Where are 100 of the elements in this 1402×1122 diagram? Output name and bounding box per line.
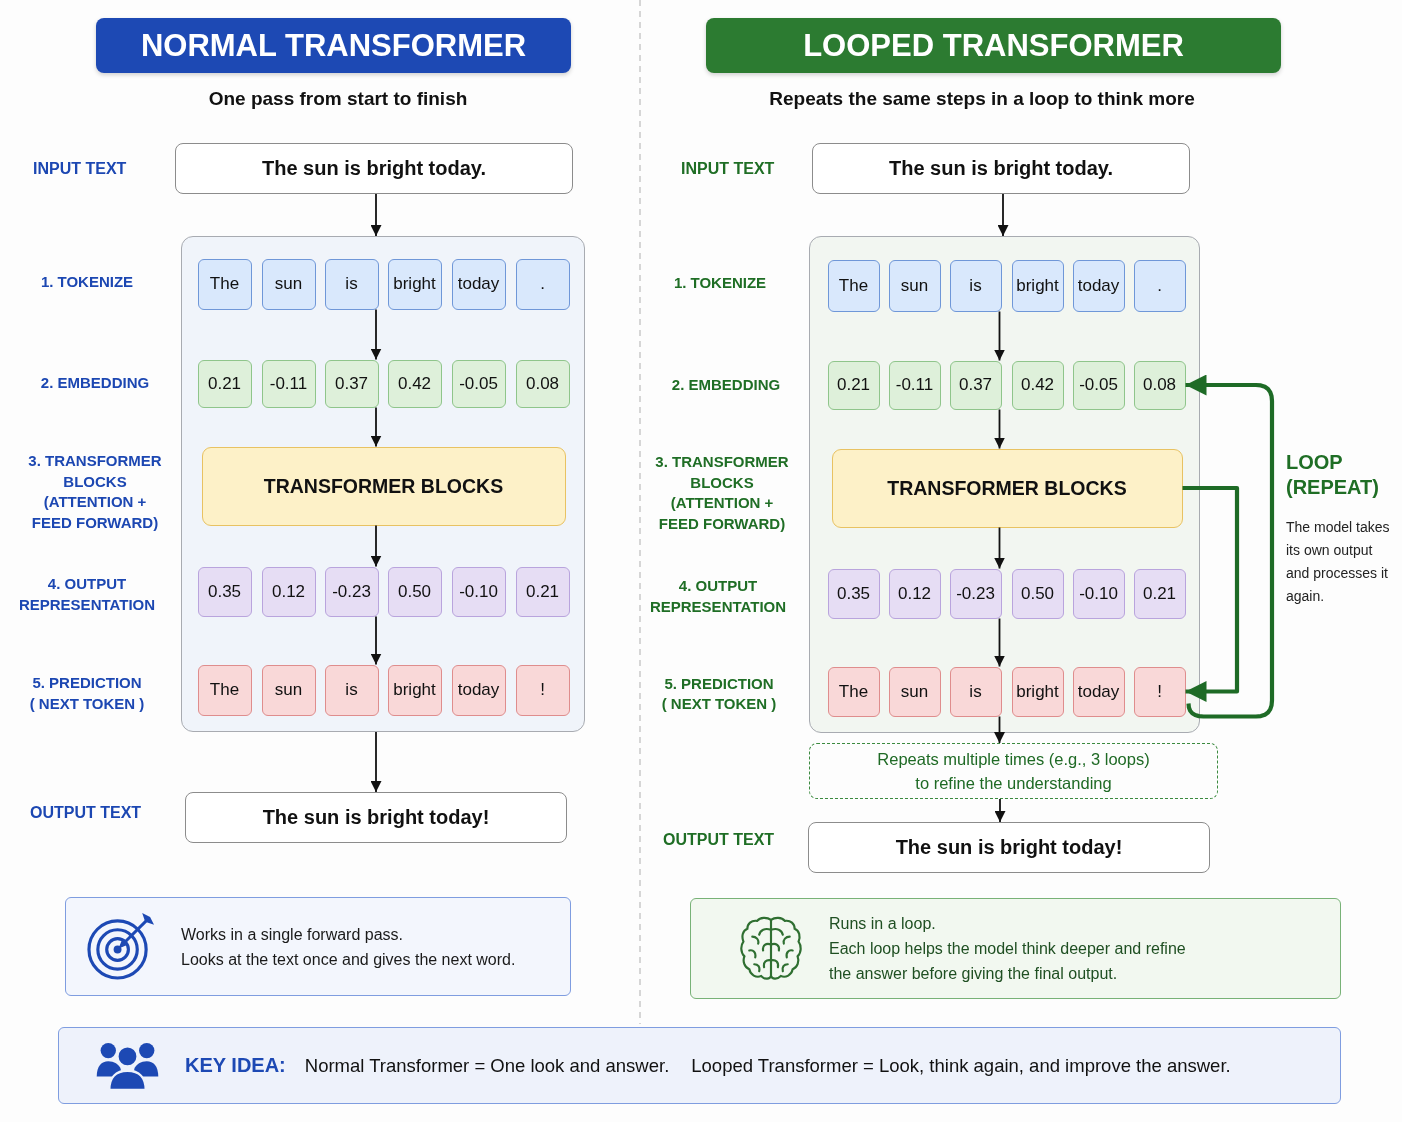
arrow bbox=[994, 798, 1006, 823]
token-tile: is bbox=[949, 259, 1002, 312]
prediction-tile: sun bbox=[888, 666, 941, 717]
key-idea-label: KEY IDEA: bbox=[185, 1054, 286, 1077]
token-tile: today bbox=[451, 258, 506, 310]
step-label: ( NEXT TOKEN ) bbox=[661, 694, 777, 714]
step-label: 1. TOKENIZE bbox=[673, 273, 767, 293]
embedding-tile: -0.11 bbox=[261, 359, 316, 408]
row-label: INPUT TEXT bbox=[681, 159, 775, 179]
info-text: Each loop helps the model think deeper and refine the answer before giving the final output. bbox=[829, 939, 1187, 984]
embedding-tile: 0.21 bbox=[197, 359, 252, 408]
embedding-tile: 0.42 bbox=[1011, 360, 1064, 410]
arrow bbox=[370, 406, 382, 448]
output-vector-tile: -0.23 bbox=[949, 568, 1002, 619]
arrow bbox=[370, 308, 382, 361]
output-vector-tile: 0.21 bbox=[1133, 568, 1186, 619]
prediction-tile: The bbox=[827, 666, 880, 717]
step-label: 1. TOKENIZE bbox=[40, 272, 134, 292]
loop-label: LOOP (REPEAT) bbox=[1286, 450, 1380, 500]
prediction-tile: is bbox=[949, 666, 1002, 717]
info-panel bbox=[65, 897, 571, 996]
prediction-tile: ! bbox=[1133, 666, 1186, 717]
token-tile: The bbox=[827, 259, 880, 312]
prediction-tile: bright bbox=[1011, 666, 1064, 717]
loop-arrow bbox=[1182, 485, 1240, 702]
token-tile: bright bbox=[387, 258, 442, 310]
row-label: OUTPUT TEXT bbox=[30, 803, 142, 823]
embedding-tile: -0.05 bbox=[451, 359, 506, 408]
arrow bbox=[370, 615, 382, 666]
prediction-tile: today bbox=[1072, 666, 1125, 717]
output-vector-tile: -0.10 bbox=[451, 566, 506, 617]
row-label: OUTPUT TEXT bbox=[663, 830, 775, 850]
prediction-tile: bright bbox=[387, 664, 442, 716]
key-idea-panel bbox=[58, 1027, 1341, 1104]
info-panel bbox=[690, 898, 1341, 999]
output-vector-tile: 0.50 bbox=[1011, 568, 1064, 619]
sentence-box: The sun is bright today! bbox=[808, 822, 1210, 873]
loop-description: The model takes its own output and processes it again. bbox=[1286, 518, 1391, 606]
output-vector-tile: 0.12 bbox=[261, 566, 316, 617]
embedding-tile: 0.37 bbox=[949, 360, 1002, 410]
output-vector-tile: -0.10 bbox=[1072, 568, 1125, 619]
embedding-tile: 0.08 bbox=[515, 359, 570, 408]
sentence-box: The sun is bright today! bbox=[185, 792, 567, 843]
prediction-tile: is bbox=[324, 664, 379, 716]
step-label: 3. TRANSFORMER BLOCKS (ATTENTION + FEED FORWARD) bbox=[654, 452, 790, 534]
arrow bbox=[994, 715, 1005, 744]
pipeline-panel bbox=[181, 236, 585, 732]
output-vector-tile: 0.12 bbox=[888, 568, 941, 619]
token-tile: sun bbox=[261, 258, 316, 310]
sentence-box: The sun is bright today. bbox=[812, 143, 1190, 194]
arrow bbox=[997, 193, 1009, 237]
prediction-tile: ! bbox=[515, 664, 570, 716]
token-tile: . bbox=[515, 258, 570, 310]
key-idea-text: Looped Transformer = Look, think again, and improve the answer. bbox=[691, 1054, 1231, 1077]
key-idea-text: Normal Transformer = One look and answer. bbox=[304, 1054, 670, 1077]
output-vector-tile: 0.21 bbox=[515, 566, 570, 617]
info-text: Runs in a loop. bbox=[829, 914, 937, 934]
step-label: 5. PREDICTION bbox=[32, 673, 142, 693]
token-tile: . bbox=[1133, 259, 1186, 312]
embedding-tile: 0.08 bbox=[1133, 360, 1186, 410]
embedding-tile: 0.37 bbox=[324, 359, 379, 408]
step-label: ( NEXT TOKEN ) bbox=[29, 694, 145, 714]
output-vector-tile: 0.35 bbox=[827, 568, 880, 619]
info-text: Works in a single forward pass. bbox=[181, 924, 404, 945]
step-label: 2. EMBEDDING bbox=[40, 373, 150, 393]
token-tile: bright bbox=[1011, 259, 1064, 312]
embedding-tile: 0.42 bbox=[387, 359, 442, 408]
subtitle: Repeats the same steps in a loop to think more bbox=[769, 87, 1195, 111]
token-tile: is bbox=[324, 258, 379, 310]
prediction-tile: sun bbox=[261, 664, 316, 716]
step-label: 2. EMBEDDING bbox=[671, 375, 781, 395]
sentence-box: The sun is bright today. bbox=[175, 143, 573, 194]
arrow bbox=[994, 310, 1005, 362]
prediction-tile: The bbox=[197, 664, 252, 716]
token-tile: today bbox=[1072, 259, 1125, 312]
arrow bbox=[370, 193, 382, 237]
embedding-tile: 0.21 bbox=[827, 360, 880, 410]
prediction-tile: today bbox=[451, 664, 506, 716]
step-label: 5. PREDICTION bbox=[664, 674, 774, 694]
step-label: 4. OUTPUT REPRESENTATION bbox=[17, 574, 157, 615]
step-label: 3. TRANSFORMER BLOCKS (ATTENTION + FEED FORWARD) bbox=[27, 451, 163, 533]
header-banner: LOOPED TRANSFORMER bbox=[706, 18, 1281, 73]
info-text: Looks at the text once and gives the next word. bbox=[181, 949, 516, 970]
transformer-block: TRANSFORMER BLOCKS bbox=[831, 448, 1183, 528]
arrow bbox=[994, 617, 1005, 668]
token-tile: sun bbox=[888, 259, 941, 312]
header-banner: NORMAL TRANSFORMER bbox=[96, 18, 571, 73]
arrow bbox=[994, 408, 1005, 450]
embedding-tile: -0.05 bbox=[1072, 360, 1125, 410]
arrow bbox=[994, 526, 1005, 570]
token-tile: The bbox=[197, 258, 252, 310]
arrow bbox=[370, 524, 382, 568]
output-vector-tile: 0.50 bbox=[387, 566, 442, 617]
loop-arrow bbox=[1185, 374, 1275, 719]
transformer-block: TRANSFORMER BLOCKS bbox=[201, 446, 566, 526]
embedding-tile: -0.11 bbox=[888, 360, 941, 410]
note-box: Repeats multiple times (e.g., 3 loops) to refine the understanding bbox=[809, 743, 1218, 799]
arrow bbox=[370, 731, 382, 793]
subtitle: One pass from start to finish bbox=[208, 87, 468, 111]
step-label: 4. OUTPUT REPRESENTATION bbox=[648, 576, 788, 617]
